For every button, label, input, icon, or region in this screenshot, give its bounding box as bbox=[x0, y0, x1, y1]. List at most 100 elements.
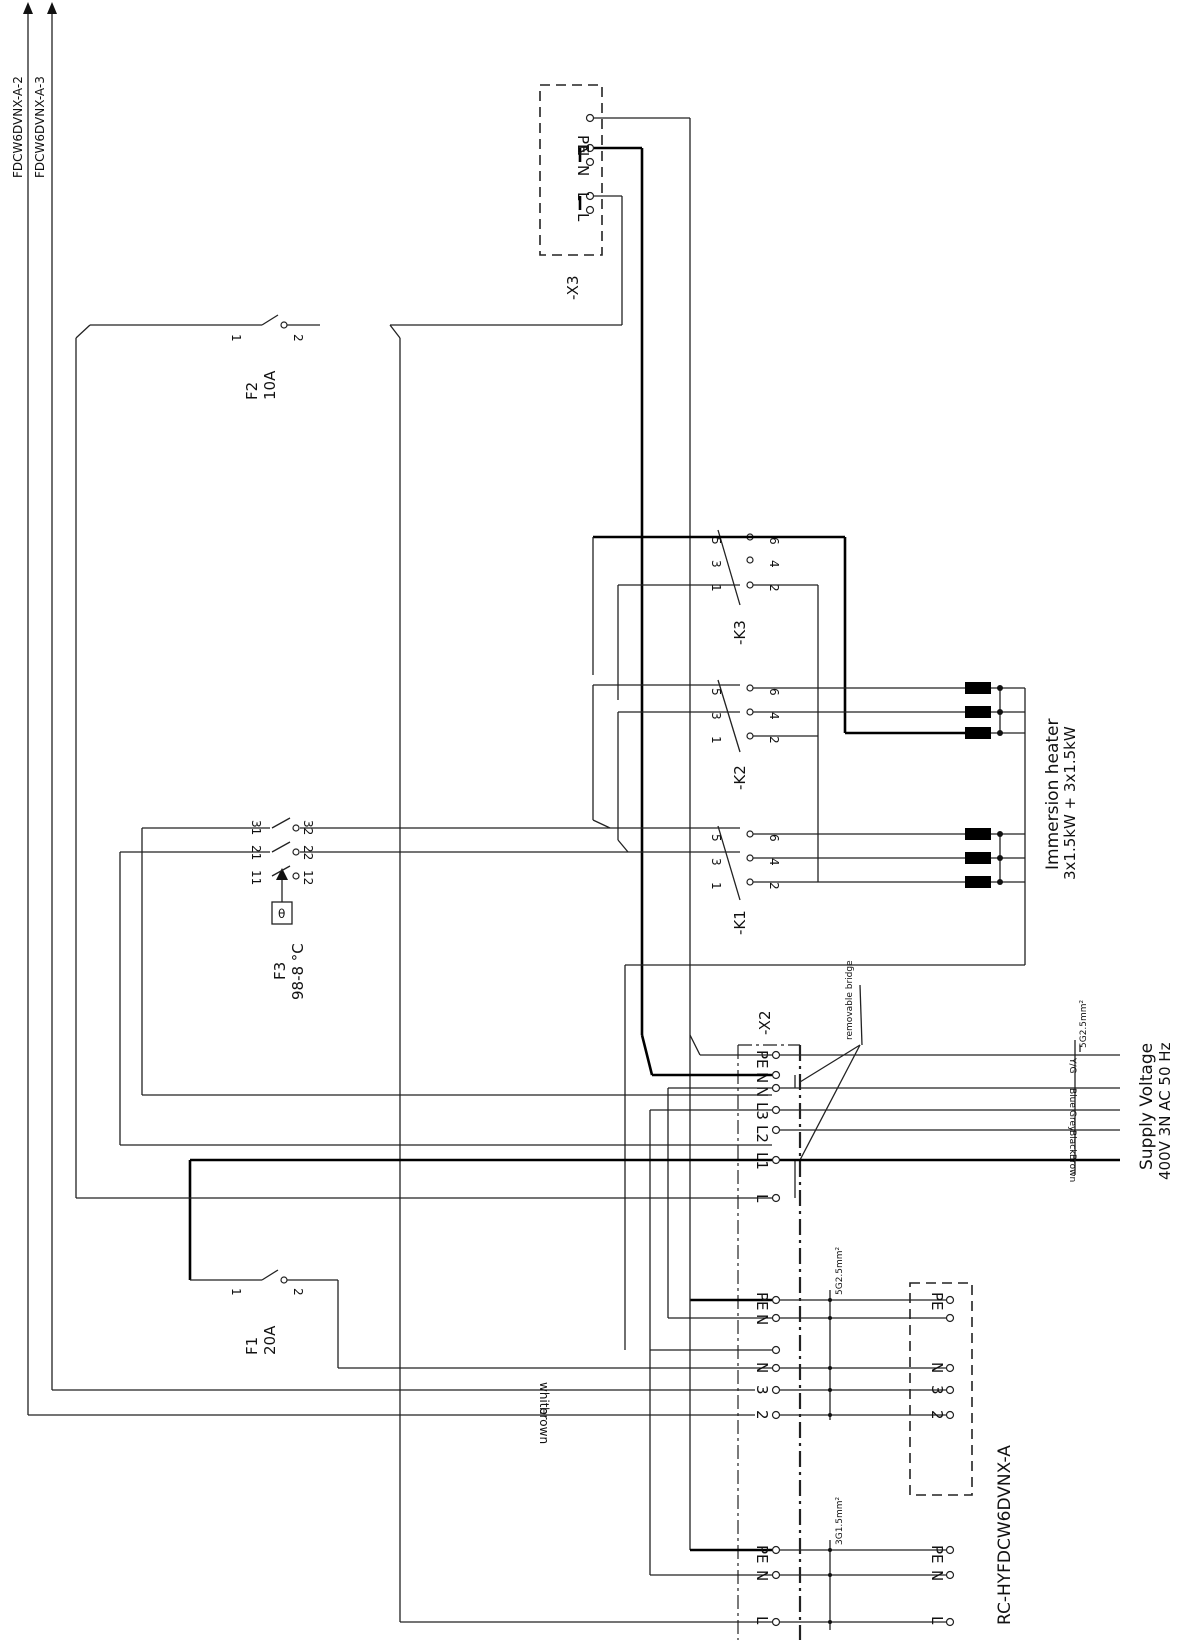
unit-right-pin-n2: N bbox=[928, 1570, 946, 1581]
k2-pin-6: 6 bbox=[767, 688, 781, 696]
f1-name: F1 bbox=[243, 1337, 261, 1355]
heater-label-1: Immersion heater bbox=[1043, 718, 1063, 870]
f3-pin-12: 12 bbox=[301, 870, 315, 885]
unit-pin-n1: N bbox=[753, 1314, 771, 1325]
x2-pin-n2: N bbox=[753, 1086, 771, 1097]
x3-pin-l1: L bbox=[574, 192, 592, 201]
f2-name: F2 bbox=[243, 382, 261, 400]
k1-pin-5: 5 bbox=[709, 834, 723, 842]
f2-rating: 10A bbox=[261, 370, 279, 400]
upper-connection-arrows bbox=[23, 2, 755, 1416]
f2-pin-2: 2 bbox=[291, 334, 305, 342]
contactor-wiring bbox=[300, 535, 965, 883]
k3-label: -K3 bbox=[731, 620, 749, 645]
immersion-heater bbox=[624, 682, 1026, 1350]
unit-pin-pe2: PE bbox=[753, 1545, 771, 1564]
x3-pin-n1: N bbox=[574, 145, 592, 156]
x3-pin-l2: L bbox=[574, 213, 592, 222]
f3-theta: θ bbox=[278, 907, 285, 921]
unit-model-label: RC-HYFDCW6DVNX-A bbox=[995, 1445, 1015, 1625]
unit-cables bbox=[780, 1290, 950, 1630]
unit-pin-l: L bbox=[753, 1616, 771, 1625]
breaker-f1 bbox=[190, 1269, 772, 1369]
wire-color-brown: Brown bbox=[1067, 1154, 1077, 1182]
f1-pin-1: 1 bbox=[229, 1288, 243, 1296]
unit-box bbox=[909, 1282, 973, 1627]
f2-pin-1: 1 bbox=[229, 334, 243, 342]
unit-right-pin-pe: PE bbox=[928, 1292, 946, 1311]
k2-pin-3: 3 bbox=[709, 712, 723, 720]
k3-pin-3: 3 bbox=[709, 560, 723, 568]
k1-pin-6: 6 bbox=[767, 834, 781, 842]
f3-pin-31: 31 bbox=[249, 820, 263, 835]
terminal-block-x3 bbox=[539, 84, 603, 256]
upper-label-a2: FDCW6DVNX-A-2 bbox=[11, 76, 25, 178]
x2-pin-pe: PE bbox=[753, 1050, 771, 1069]
x2-pin-l3: L3 bbox=[753, 1102, 771, 1120]
unit-pin-n3: N bbox=[753, 1570, 771, 1581]
contactor-k3 bbox=[717, 529, 754, 606]
k1-pin-4: 4 bbox=[767, 858, 781, 866]
k1-pin-2: 2 bbox=[767, 882, 781, 890]
contactor-k1 bbox=[717, 825, 754, 901]
terminal-block-x2 bbox=[737, 1044, 802, 1640]
removable-bridge bbox=[799, 984, 863, 1161]
x2-pin-n1: N bbox=[753, 1072, 771, 1083]
unit-right-pin-3: 3 bbox=[928, 1385, 946, 1395]
unit-pin-pe: PE bbox=[753, 1292, 771, 1311]
wire-color-blue: Blue bbox=[1067, 1088, 1077, 1108]
unit-pin-n2: N bbox=[753, 1362, 771, 1373]
upper-label-a3: FDCW6DVNX-A-3 bbox=[33, 76, 47, 178]
f3-pin-21: 21 bbox=[249, 845, 263, 860]
k1-label: -K1 bbox=[731, 910, 749, 935]
k3-pin-4: 4 bbox=[767, 560, 781, 568]
wire-color-grey: Grey bbox=[1067, 1110, 1077, 1132]
k2-pin-5: 5 bbox=[709, 688, 723, 696]
unit-pin-2: 2 bbox=[753, 1410, 771, 1420]
wire-label-brown: brown bbox=[537, 1407, 551, 1444]
unit-terminal-column bbox=[400, 1235, 781, 1627]
supply-label-1: Supply Voltage bbox=[1137, 1043, 1157, 1170]
f3-pin-32: 32 bbox=[301, 820, 315, 835]
unit-right-pin-n: N bbox=[928, 1362, 946, 1373]
k3-pin-2: 2 bbox=[767, 584, 781, 592]
k1-pin-3: 3 bbox=[709, 858, 723, 866]
unit-right-pin-2: 2 bbox=[928, 1410, 946, 1420]
f3-pin-11: 11 bbox=[249, 870, 263, 885]
k2-label: -K2 bbox=[731, 765, 749, 790]
supply-wires bbox=[780, 1040, 1120, 1175]
unit-right-pin-l: L bbox=[928, 1616, 946, 1625]
f3-name: F3 bbox=[271, 962, 289, 980]
aux-cable-label: 3G1.5mm² bbox=[835, 1496, 845, 1545]
k2-pin-1: 1 bbox=[709, 736, 723, 744]
unit-right-pin-pe2: PE bbox=[928, 1545, 946, 1564]
x2-label: -X2 bbox=[756, 1011, 774, 1036]
unit-cable-label: 5G2.5mm² bbox=[835, 1246, 845, 1295]
wire-color-yg: Y/G bbox=[1067, 1057, 1077, 1074]
k1-pin-1: 1 bbox=[709, 882, 723, 890]
thermostat-f3 bbox=[119, 817, 300, 1145]
x3-wiring bbox=[390, 117, 691, 1235]
k3-pin-5: 5 bbox=[709, 537, 723, 545]
bridge-note: removable bridge bbox=[845, 960, 855, 1040]
breaker-f2 bbox=[75, 314, 401, 1622]
heater-label-2: 3x1.5kW + 3x1.5kW bbox=[1061, 726, 1079, 880]
x3-pin-n2: N bbox=[574, 165, 592, 176]
k3-pin-6: 6 bbox=[767, 537, 781, 545]
unit-pin-3: 3 bbox=[753, 1385, 771, 1395]
f1-rating: 20A bbox=[261, 1325, 279, 1355]
supply-cable: 5G2.5mm² bbox=[1079, 999, 1089, 1048]
f1-pin-2: 2 bbox=[291, 1288, 305, 1296]
k2-pin-2: 2 bbox=[767, 736, 781, 744]
wire-label-white: white bbox=[537, 1382, 551, 1415]
x2-internal-wiring bbox=[76, 1034, 772, 1350]
supply-label-2: 400V 3N AC 50 Hz bbox=[1156, 1042, 1174, 1180]
k2-pin-4: 4 bbox=[767, 712, 781, 720]
x2-pin-l2: L2 bbox=[753, 1125, 771, 1143]
x3-pin-pe: PE bbox=[574, 135, 592, 154]
f3-setting: 98-8 °C bbox=[289, 943, 307, 1000]
wire-color-black: Black bbox=[1067, 1130, 1077, 1155]
x3-label: -X3 bbox=[564, 276, 582, 301]
f3-pin-22: 22 bbox=[301, 845, 315, 860]
